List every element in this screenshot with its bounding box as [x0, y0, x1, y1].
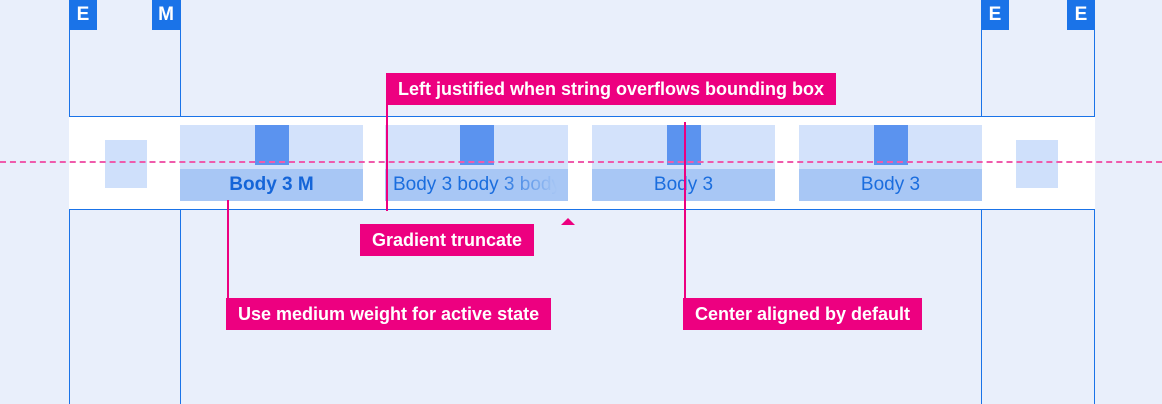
- tab-label: Body 3 M: [229, 174, 314, 195]
- tab-icon-placeholder-icon: [666, 125, 701, 165]
- spacing-badge-e-left: E: [69, 0, 97, 30]
- spacing-badge-e-right1: E: [981, 0, 1009, 30]
- annotation-text: Gradient truncate: [372, 230, 523, 250]
- annotation-medium-weight: Use medium weight for active state: [226, 298, 552, 330]
- tab-item-4[interactable]: Body 3: [799, 125, 982, 201]
- leader-line-center-aligned: [684, 122, 686, 298]
- tab-label: Body 3: [860, 174, 921, 195]
- tab-icon-placeholder-icon: [254, 125, 289, 165]
- tab-label-zone: Body 3: [799, 169, 982, 201]
- leader-line-left-justified: [386, 105, 388, 211]
- annotation-center-aligned: Center aligned by default: [683, 298, 923, 330]
- end-placeholder-left: [105, 140, 147, 188]
- leader-line-medium-weight: [227, 200, 229, 298]
- tab-item-1[interactable]: Body 3 M: [180, 125, 363, 201]
- tab-label-zone: Body 3: [592, 169, 775, 201]
- spacing-badge-e-right2: E: [1067, 0, 1095, 30]
- annotation-gradient-truncate: Gradient truncate: [360, 218, 575, 256]
- spacing-badge-m: M: [152, 0, 180, 30]
- tab-item-2[interactable]: Body 3 body 3 body 3: [385, 125, 568, 201]
- end-placeholder-right: [1016, 140, 1058, 188]
- tab-label-zone: Body 3 M: [180, 169, 363, 201]
- tab-icon-placeholder-icon: [873, 125, 908, 165]
- tab-icon-placeholder-icon: [459, 125, 494, 165]
- callout-nub-icon: [561, 218, 575, 225]
- tab-label: Body 3: [653, 174, 714, 195]
- tab-label-zone: Body 3 body 3 body 3: [385, 169, 568, 201]
- gradient-truncate-mask: [496, 169, 568, 201]
- annotation-left-justified: Left justified when string overflows bou…: [386, 73, 836, 105]
- vertical-center-guideline: [0, 161, 1162, 163]
